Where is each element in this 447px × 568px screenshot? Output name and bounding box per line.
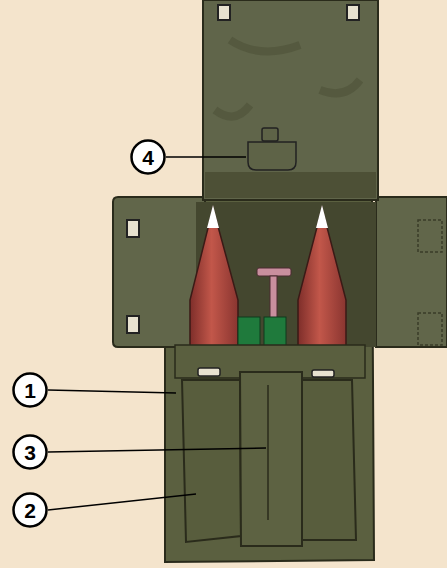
cone-tip [316,205,328,228]
green-cylinder [238,317,260,347]
cone-charge [298,208,346,352]
leader-line [48,448,266,452]
pocket [240,372,302,546]
cone-tip [207,205,219,228]
buckle [127,220,139,237]
callout-circle: 4 [130,139,166,175]
flap-band [205,172,376,198]
green-cylinder [264,317,286,347]
leader-line [166,156,246,158]
callout-circle: 1 [12,372,48,408]
buckle [198,368,220,376]
callout-circle: 3 [12,434,48,470]
pocket-seam [418,220,442,252]
leader-line [48,494,196,510]
buckle [347,5,359,20]
leader-line [48,390,176,393]
side-flap [376,197,447,347]
top-flap [203,0,378,200]
buckle [127,316,139,333]
callout-number: 3 [12,434,48,470]
pump-rod [270,276,277,320]
camo-shading [215,40,360,116]
pouch-cap [262,128,278,141]
callout-circle: 2 [12,492,48,528]
seam [267,385,269,520]
callout-number: 2 [12,492,48,528]
buckle [312,370,334,377]
pocket-seam [418,313,442,345]
callout-number: 4 [130,139,166,175]
pouch [248,142,296,170]
cone-charge [190,208,238,352]
pump-handle [257,268,291,276]
buckle [218,5,230,20]
pocket [302,380,356,540]
pocket [182,380,241,542]
callout-number: 1 [12,372,48,408]
